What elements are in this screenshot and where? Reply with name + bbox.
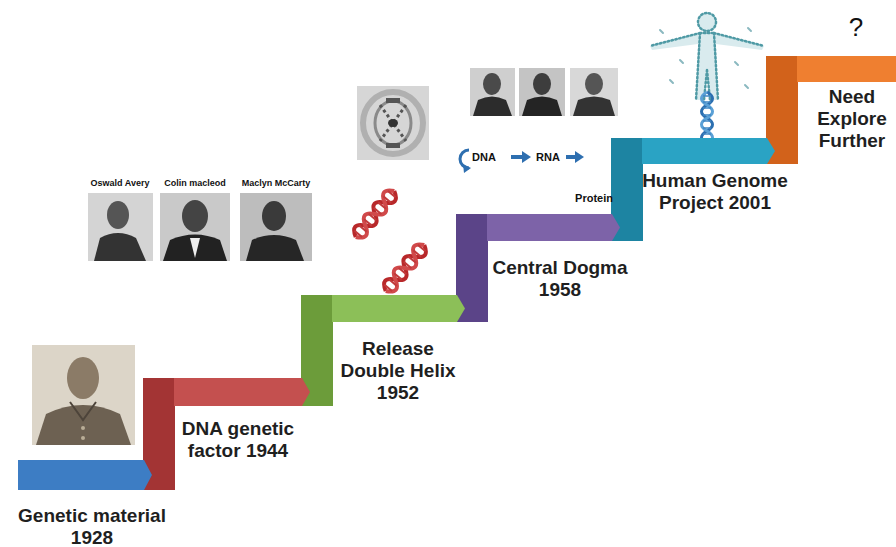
dna-helix bbox=[380, 241, 429, 296]
portrait-photo bbox=[160, 193, 230, 261]
portrait-photo bbox=[32, 345, 135, 445]
step-band bbox=[797, 56, 896, 82]
portrait-photo bbox=[570, 68, 618, 116]
step-label: Central Dogma 1958 bbox=[485, 257, 635, 301]
annotation-label: Maclyn McCarty bbox=[242, 178, 311, 188]
step-node: Release Double Helix 1952 bbox=[332, 295, 465, 322]
step-label: Need Explore Further bbox=[812, 86, 892, 152]
step-label: Genetic material 1928 bbox=[7, 505, 177, 547]
xray-photo bbox=[357, 86, 429, 160]
step-band bbox=[332, 295, 465, 322]
annotation-label: Oswald Avery bbox=[91, 178, 150, 188]
annotation-label: Protein bbox=[575, 192, 613, 204]
annotation-label: RNA bbox=[536, 151, 560, 163]
annotation-label: Colin macleod bbox=[164, 178, 226, 188]
portrait-photo bbox=[470, 68, 515, 116]
portrait-photo bbox=[519, 68, 565, 116]
step-band bbox=[174, 378, 310, 406]
step-label: Human Genome Project 2001 bbox=[638, 170, 793, 214]
step-node: Genetic material 1928 bbox=[18, 460, 152, 490]
dogma-arrows bbox=[460, 150, 584, 173]
genome-figure bbox=[650, 13, 764, 144]
annotation-label: DNA bbox=[472, 151, 496, 163]
portrait-photo bbox=[88, 193, 153, 261]
portrait-photo bbox=[240, 193, 312, 261]
step-band bbox=[642, 138, 775, 164]
step-band bbox=[18, 460, 152, 490]
annotation-label: ? bbox=[849, 12, 863, 43]
step-node: Human Genome Project 2001 bbox=[642, 138, 775, 164]
step-label: Release Double Helix 1952 bbox=[336, 338, 461, 404]
step-node: DNA genetic factor 1944 bbox=[174, 378, 310, 406]
step-node: Need Explore Further bbox=[797, 56, 896, 82]
step-node: Central Dogma 1958 bbox=[487, 214, 620, 241]
step-label: DNA genetic factor 1944 bbox=[175, 418, 301, 462]
dna-helix bbox=[350, 187, 399, 242]
step-band bbox=[487, 214, 620, 241]
